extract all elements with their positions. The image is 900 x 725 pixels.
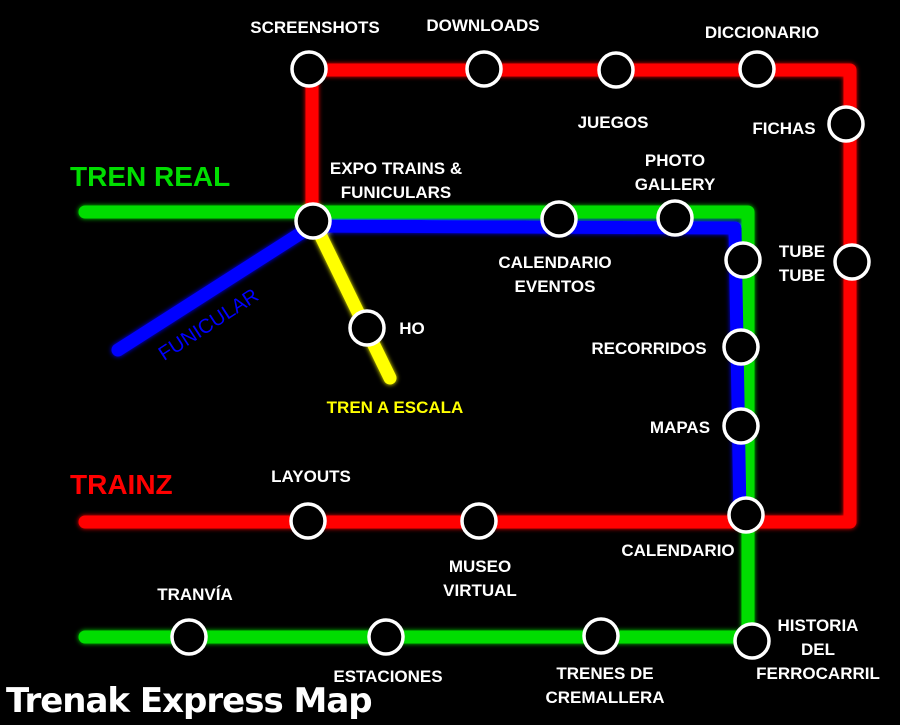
station-historia[interactable] — [733, 622, 771, 660]
station-photo-gallery[interactable] — [656, 199, 694, 237]
label-downloads[interactable]: DOWNLOADS — [426, 16, 539, 35]
yellow-line-tren-a-escala — [307, 215, 397, 385]
station-calendario[interactable] — [727, 496, 765, 534]
station-ho[interactable] — [348, 309, 386, 347]
green-line-tren-real — [78, 205, 755, 644]
label-fichas[interactable]: FICHAS — [752, 119, 815, 138]
station-layouts[interactable] — [289, 502, 327, 540]
line-name-trainz: TRAINZ — [70, 469, 173, 500]
station-juegos[interactable] — [597, 51, 635, 89]
blue-line-funicular — [111, 219, 747, 522]
station-expo-trains[interactable] — [294, 202, 332, 240]
label-ho[interactable]: HO — [399, 319, 425, 338]
line-name-tren-real: TREN REAL — [70, 161, 230, 192]
station-screenshots[interactable] — [290, 50, 328, 88]
station-unlabeled[interactable] — [724, 241, 762, 279]
station-calendario-eventos[interactable] — [540, 200, 578, 238]
station-fichas[interactable] — [827, 105, 865, 143]
station-diccionario[interactable] — [738, 50, 776, 88]
label-layouts[interactable]: LAYOUTS — [271, 467, 351, 486]
station-mapas[interactable] — [722, 407, 760, 445]
station-trenes-cremallera[interactable] — [582, 617, 620, 655]
label-expo-trains[interactable]: EXPO TRAINS &FUNICULARS — [330, 159, 462, 202]
station-labels: SCREENSHOTS DOWNLOADS JUEGOS DICCIONARIO… — [157, 16, 880, 707]
station-downloads[interactable] — [465, 50, 503, 88]
station-estaciones[interactable] — [367, 618, 405, 656]
stations — [170, 50, 871, 660]
red-line-web — [78, 63, 857, 529]
label-screenshots[interactable]: SCREENSHOTS — [250, 18, 379, 37]
label-estaciones[interactable]: ESTACIONES — [333, 667, 442, 686]
label-juegos[interactable]: JUEGOS — [578, 113, 649, 132]
line-name-tren-a-escala: TREN A ESCALA — [327, 398, 464, 417]
station-museo-virtual[interactable] — [460, 502, 498, 540]
label-diccionario[interactable]: DICCIONARIO — [705, 23, 819, 42]
station-tube-tube[interactable] — [833, 243, 871, 281]
label-tranvia[interactable]: TRANVÍA — [157, 585, 233, 604]
map-title: Trenak Express Map — [6, 681, 372, 721]
label-recorridos[interactable]: RECORRIDOS — [591, 339, 706, 358]
label-calendario[interactable]: CALENDARIO — [621, 541, 734, 560]
station-tranvia[interactable] — [170, 618, 208, 656]
label-mapas[interactable]: MAPAS — [650, 418, 710, 437]
station-recorridos[interactable] — [722, 328, 760, 366]
